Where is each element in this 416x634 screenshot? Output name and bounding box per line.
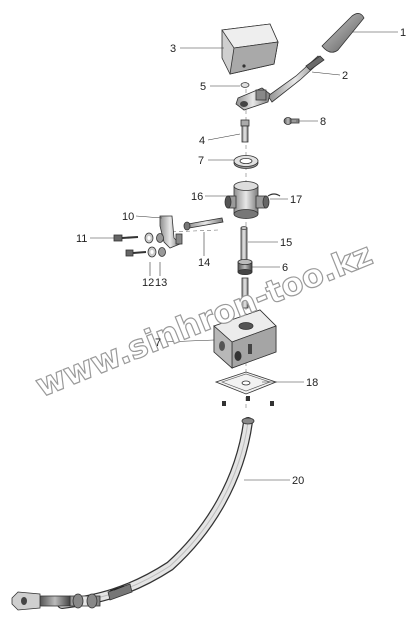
callout-labels: 1 2 3 4 5 6 7 7 8 10 11 12 13 14 15 16 1… [76, 27, 406, 487]
callout-15: 15 [280, 237, 292, 249]
part-ring [233, 155, 259, 169]
part-knob [321, 13, 365, 53]
part-long-bolt [183, 217, 224, 231]
part-bolts-lower [222, 396, 274, 406]
part-screw-8 [283, 117, 300, 125]
callout-6: 6 [282, 262, 288, 274]
part-bolt-11 [113, 234, 139, 242]
part-bracket [159, 215, 183, 249]
callout-11: 11 [76, 233, 87, 245]
part-shift-lever [267, 55, 325, 103]
part-nut [237, 258, 253, 275]
cable-end-fork [11, 591, 101, 611]
part-washers-13 [144, 232, 166, 258]
callout-17: 17 [290, 194, 302, 206]
part-lever-mount [235, 87, 271, 111]
callout-14: 14 [198, 257, 210, 269]
part-base-block [213, 277, 277, 369]
callout-4: 4 [199, 135, 205, 147]
callout-13: 13 [155, 277, 167, 289]
callout-7-block: 7 [155, 337, 161, 349]
callout-10: 10 [122, 211, 134, 223]
part-ball-housing [224, 181, 270, 219]
callout-16: 16 [191, 191, 203, 203]
part-pin [240, 119, 250, 143]
part-rod [240, 226, 248, 261]
callout-2: 2 [342, 70, 348, 82]
callout-5: 5 [200, 81, 206, 93]
part-cable [11, 417, 255, 611]
callout-8: 8 [320, 116, 326, 128]
part-gasket [214, 371, 278, 395]
callout-3: 3 [170, 43, 176, 55]
callout-1: 1 [400, 27, 406, 39]
cable-ferrule [107, 583, 133, 601]
callout-12: 12 [142, 277, 154, 289]
part-bolt-12 [125, 249, 147, 257]
callout-18: 18 [306, 377, 318, 389]
part-small-washer [240, 82, 250, 88]
leader-lines [90, 31, 398, 481]
part-spring-pin [267, 193, 281, 197]
callout-7-ring: 7 [198, 155, 204, 167]
callout-20: 20 [292, 475, 304, 487]
part-cover [221, 23, 279, 75]
